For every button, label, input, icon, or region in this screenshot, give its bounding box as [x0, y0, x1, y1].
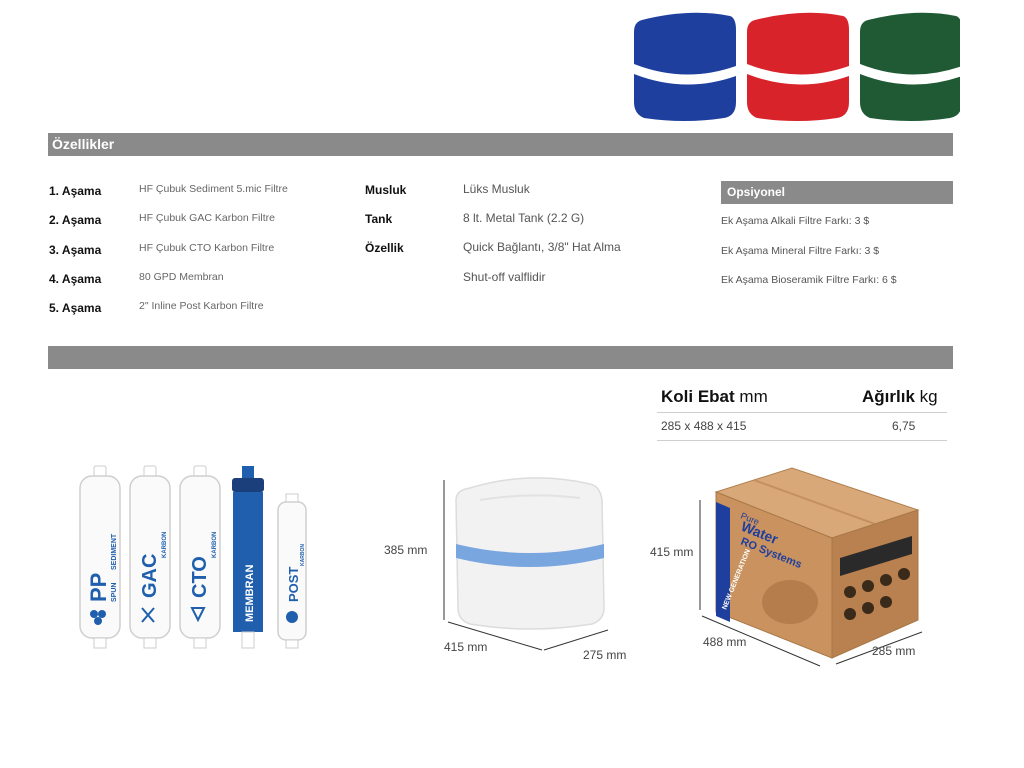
ro-unit-dimension-lines: [443, 480, 609, 651]
stage-3-label: 3. Aşama: [49, 243, 102, 257]
table-bottom-line: [657, 440, 947, 441]
carton-box-illustration: Pure Water RO Systems NEW GENERATION: [714, 467, 920, 659]
membrane-main-text: MEMBRAN: [244, 565, 256, 622]
blue-cover: [634, 12, 736, 121]
box-width-label: 488 mm: [703, 635, 747, 649]
post-sub-text: KARBON: [300, 544, 306, 566]
package-size-unit: mm: [739, 387, 768, 406]
cto-sub-text: KARBON: [212, 532, 218, 558]
post-filter: POST KARBON: [277, 493, 307, 649]
features-header-bar: Özellikler: [48, 133, 953, 156]
spec-faucet-value: Lüks Musluk: [463, 182, 530, 196]
spec-faucet-label: Musluk: [365, 183, 407, 197]
carton-dimension-lines: [699, 500, 923, 667]
pp-sub-text: SPUN: [111, 583, 118, 602]
stage-1-desc: HF Çubuk Sediment 5.mic Filtre: [139, 183, 288, 195]
package-size-label: Koli Ebat: [661, 387, 735, 406]
color-variants: [634, 12, 960, 121]
weight-label: Ağırlık: [862, 387, 915, 406]
stage-4-desc: 80 GPD Membran: [139, 271, 224, 283]
spec-tank-value: 8 lt. Metal Tank (2.2 G): [463, 211, 585, 225]
optional-item-mineral: Ek Aşama Mineral Filtre Farkı: 3 $: [721, 245, 880, 257]
box-depth-label: 285 mm: [872, 644, 916, 658]
unit-width-label: 415 mm: [444, 640, 488, 654]
stage-1-label: 1. Aşama: [49, 184, 102, 198]
features-title: Özellikler: [52, 136, 115, 152]
optional-header-bar: Opsiyonel: [721, 181, 953, 204]
filter-cartridges: PP SPUN SEDIMENT GAC KARBON CTO KARBON M…: [79, 465, 307, 649]
stage-5-desc: 2" Inline Post Karbon Filtre: [139, 300, 264, 312]
unit-depth-label: 275 mm: [583, 648, 627, 662]
spec-tank-label: Tank: [365, 212, 393, 226]
green-cover: [860, 12, 960, 121]
pp-filter: PP SPUN SEDIMENT: [79, 465, 121, 649]
table-header-line: [657, 412, 947, 413]
red-cover: [747, 12, 849, 121]
package-size-header: Koli Ebat mm: [661, 387, 768, 407]
spec-feature-value: Quick Bağlantı, 3/8" Hat Alma: [463, 240, 621, 254]
package-size-value: 285 x 488 x 415: [661, 419, 747, 433]
gac-sub-text: KARBON: [162, 532, 168, 558]
stage-4-label: 4. Aşama: [49, 272, 102, 286]
section-divider-bar: [48, 346, 953, 369]
unit-height-label: 385 mm: [384, 543, 428, 557]
gac-main-text: GAC: [139, 554, 161, 598]
stage-3-desc: HF Çubuk CTO Karbon Filtre: [139, 242, 275, 254]
pp-sediment-text: SEDIMENT: [111, 533, 118, 570]
optional-item-bioceramic: Ek Aşama Bioseramik Filtre Farkı: 6 $: [721, 274, 897, 286]
optional-title: Opsiyonel: [727, 185, 786, 199]
stage-2-desc: HF Çubuk GAC Karbon Filtre: [139, 212, 275, 224]
spec-feature-label: Özellik: [365, 241, 404, 255]
gac-filter: GAC KARBON: [129, 465, 171, 649]
spec-shutoff-value: Shut-off valflidir: [463, 270, 546, 284]
post-main-text: POST: [286, 567, 301, 602]
stage-2-label: 2. Aşama: [49, 213, 102, 227]
optional-item-alkali: Ek Aşama Alkali Filtre Farkı: 3 $: [721, 215, 870, 227]
membrane-filter: MEMBRAN: [232, 466, 264, 649]
weight-value: 6,75: [892, 419, 916, 433]
stage-5-label: 5. Aşama: [49, 301, 102, 315]
box-height-label: 415 mm: [650, 545, 694, 559]
ro-unit-illustration: [455, 477, 605, 630]
weight-header: Ağırlık kg: [862, 387, 938, 407]
cto-main-text: CTO: [189, 556, 211, 598]
weight-unit: kg: [919, 387, 938, 406]
pp-main-text: PP: [86, 573, 111, 602]
cto-filter: CTO KARBON: [179, 465, 221, 649]
